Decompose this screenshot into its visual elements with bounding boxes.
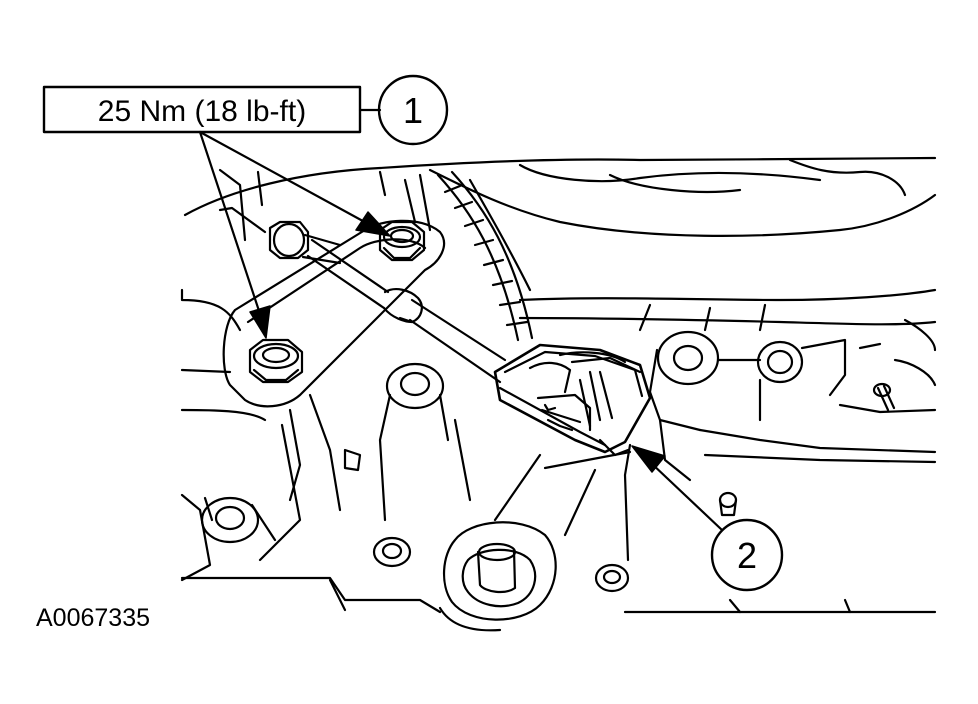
- harness-cable: [218, 206, 507, 384]
- callout-1-circle: [377, 74, 449, 146]
- torque-pointer-arrows: [198, 130, 391, 339]
- callout-2-number: 2: [737, 535, 757, 576]
- corrugated-tube: [436, 170, 534, 342]
- lower-case-detail: [200, 362, 692, 568]
- shift-lever: [328, 450, 852, 632]
- case-bosses: [648, 330, 937, 517]
- figure-id: A0067335: [36, 604, 150, 632]
- callout-2-circle: [710, 518, 784, 592]
- lower-bolt: [248, 338, 304, 384]
- electrical-connector: [493, 343, 652, 457]
- transmission-case-outline: [180, 156, 937, 614]
- upper-bolt: [378, 220, 426, 262]
- callout-1-number: 1: [403, 90, 423, 131]
- callout-2-arrow: [631, 445, 724, 532]
- torque-label-text: 25 Nm (18 lb-ft): [98, 95, 306, 128]
